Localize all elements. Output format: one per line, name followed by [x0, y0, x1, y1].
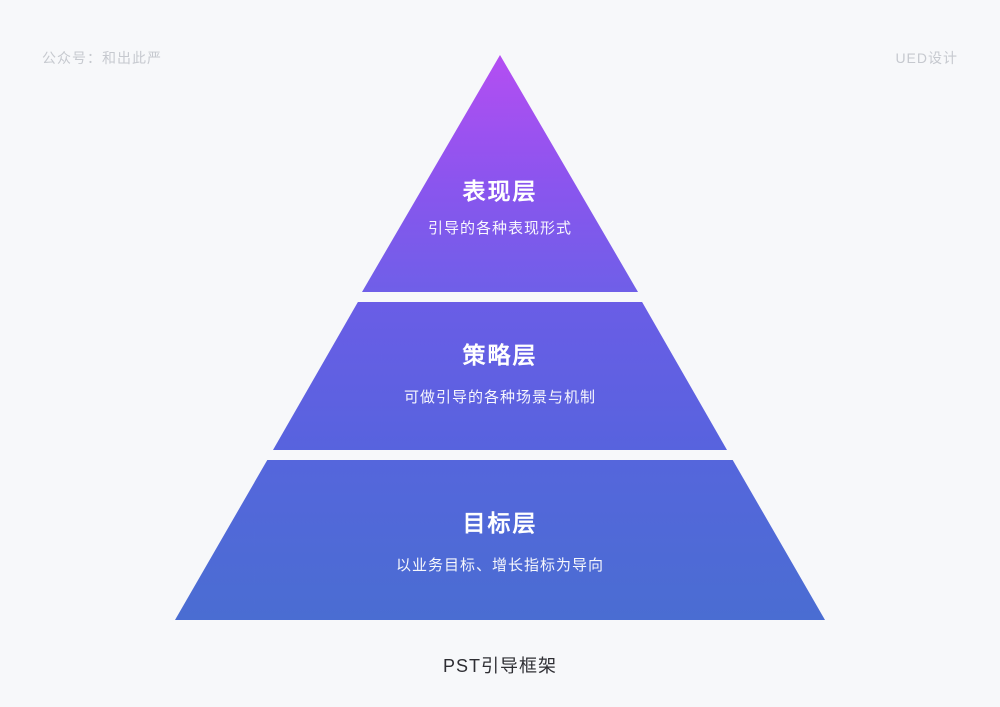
layer-title-strategy: 策略层	[462, 342, 538, 368]
pyramid-layer-goal: 目标层 以业务目标、增长指标为导向	[175, 460, 825, 620]
watermark-left: 公众号：和出此严	[42, 50, 162, 66]
pyramid-layer-presentation: 表现层 引导的各种表现形式	[362, 55, 638, 292]
watermark-right: UED设计	[895, 50, 958, 66]
layer-subtitle-goal: 以业务目标、增长指标为导向	[395, 557, 604, 574]
diagram-caption: PST引导框架	[442, 656, 557, 676]
layer-subtitle-presentation: 引导的各种表现形式	[427, 220, 572, 237]
layer-subtitle-strategy: 可做引导的各种场景与机制	[403, 389, 596, 406]
layer-title-presentation: 表现层	[462, 178, 538, 204]
pyramid-layer-strategy: 策略层 可做引导的各种场景与机制	[273, 302, 727, 450]
layer-title-goal: 目标层	[462, 510, 538, 536]
